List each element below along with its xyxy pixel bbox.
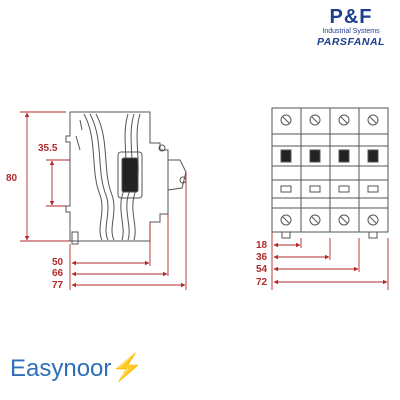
lightning-bolt-icon: ⚡ — [111, 352, 144, 382]
side-view — [65, 111, 187, 245]
logo-mark: P&F — [329, 6, 373, 28]
pf-logo: P&F Industrial Systems PARSFANAL — [306, 6, 396, 48]
side-dimensions — [20, 111, 187, 290]
front-view — [271, 107, 389, 239]
logo-subtitle: Industrial Systems — [322, 28, 380, 35]
dim-depth-66: 66 — [52, 268, 64, 279]
dim-depth-50: 50 — [52, 257, 64, 268]
dim-depth-77: 77 — [52, 280, 64, 291]
dim-width-54: 54 — [256, 264, 268, 275]
dim-height-inner: 35.5 — [38, 143, 58, 154]
dim-width-18: 18 — [256, 240, 268, 251]
watermark-text: Easynoor — [10, 355, 112, 382]
watermark: Easynoor⚡ — [10, 352, 144, 383]
logo-brand: PARSFANAL — [317, 36, 385, 48]
dim-height-total: 80 — [6, 173, 18, 184]
dim-width-36: 36 — [256, 252, 268, 263]
front-dimensions — [271, 232, 389, 290]
dim-width-72: 72 — [256, 277, 268, 288]
